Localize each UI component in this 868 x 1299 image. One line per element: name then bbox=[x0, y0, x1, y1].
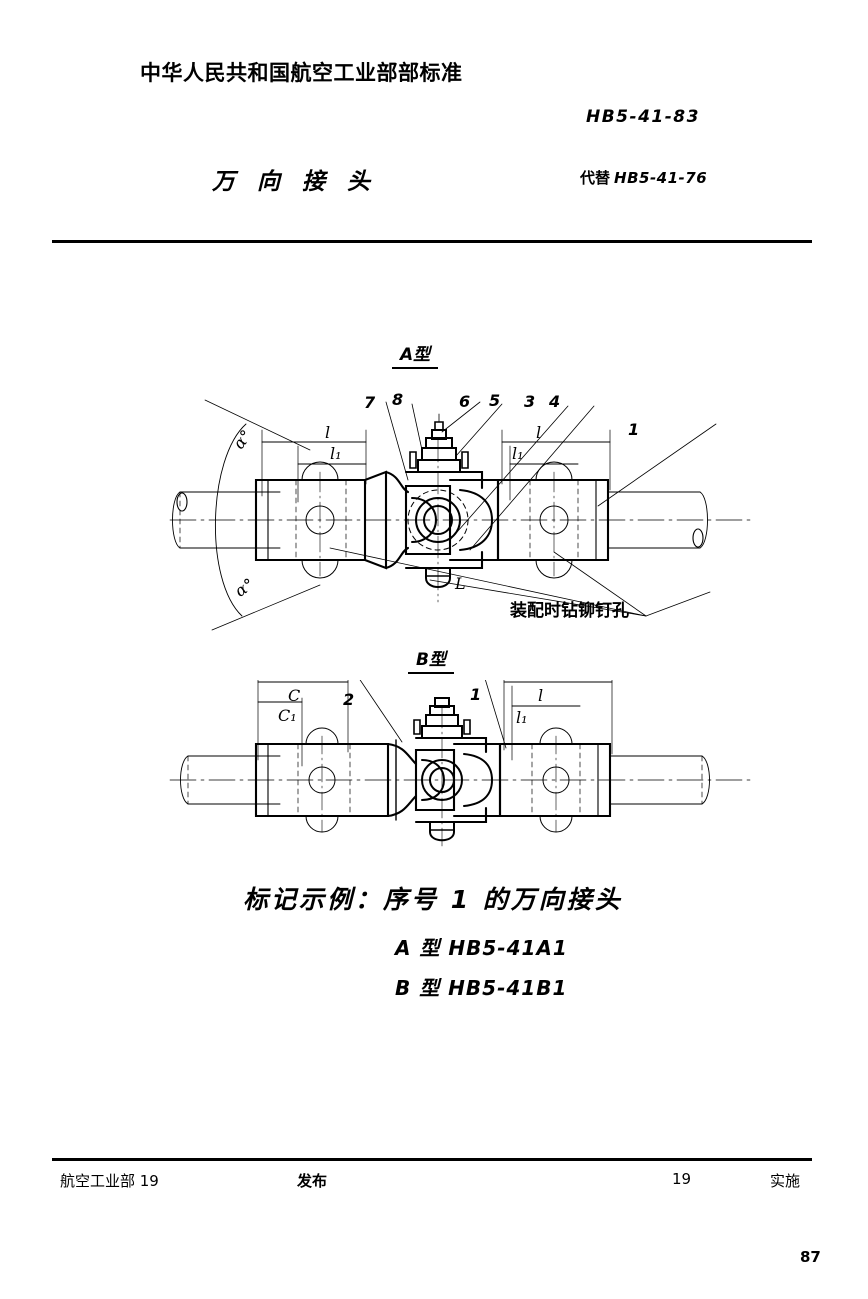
figure-a-callout-3: 3 bbox=[524, 392, 536, 411]
figure-a-dim-l-right: l bbox=[536, 423, 542, 442]
footer-year: 19 bbox=[672, 1170, 692, 1188]
figure-a-callout-5: 5 bbox=[489, 391, 501, 410]
marking-example-heading: 标记示例：序号 1 的万向接头 bbox=[243, 885, 623, 914]
figure-a-callout-7: 7 bbox=[364, 393, 376, 412]
marking-example-type-b: B 型 HB5-41B1 bbox=[395, 976, 568, 1000]
figure-a-callout-1: 1 bbox=[628, 420, 640, 439]
figure-b-callout-1: 1 bbox=[470, 685, 482, 704]
replaces-label: 代替 bbox=[580, 169, 611, 187]
figure-a-callout-4: 4 bbox=[549, 392, 561, 411]
figure-b-dim-C1: C₁ bbox=[278, 706, 297, 725]
figure-a-dim-l-left: l bbox=[325, 423, 331, 442]
figure-a-label-text: A型 bbox=[392, 340, 439, 369]
figure-a-dim-l1-right: l₁ bbox=[512, 444, 524, 463]
page-title: 万向接头 bbox=[212, 169, 392, 195]
figure-a-dim-L-center: L bbox=[455, 574, 466, 593]
figure-a-assembly-note: 装配时钻铆钉孔 bbox=[510, 601, 629, 621]
header-divider-rule bbox=[52, 240, 812, 243]
figure-b-dim-C: C bbox=[288, 686, 301, 705]
footer-implement: 实施 bbox=[770, 1172, 801, 1190]
footer-divider-rule bbox=[52, 1158, 812, 1161]
footer-publish: 发布 bbox=[297, 1172, 328, 1190]
figure-a-callout-6: 6 bbox=[459, 392, 471, 411]
figure-b-dim-l1-right: l₁ bbox=[516, 708, 528, 727]
replaces-number: HB5-41-76 bbox=[614, 169, 708, 187]
figure-b-label-text: B型 bbox=[408, 645, 454, 674]
standard-organization-heading: 中华人民共和国航空工业部部标准 bbox=[140, 61, 463, 85]
footer-issuer: 航空工业部 19 bbox=[60, 1172, 159, 1190]
figure-a-callout-8: 8 bbox=[392, 390, 404, 409]
figure-a-dim-l1-left: l₁ bbox=[330, 444, 342, 463]
page-number: 87 bbox=[800, 1248, 821, 1266]
marking-example-type-a: A 型 HB5-41A1 bbox=[395, 936, 568, 960]
standard-number: HB5-41-83 bbox=[586, 107, 700, 127]
figure-b-dim-l-right: l bbox=[538, 686, 544, 705]
figure-b-drawing bbox=[169, 680, 751, 847]
figure-a-drawing bbox=[169, 399, 751, 631]
figure-a-label: A型 bbox=[392, 340, 439, 369]
figure-b-label: B型 bbox=[408, 645, 454, 674]
figure-b-callout-2: 2 bbox=[343, 690, 355, 709]
